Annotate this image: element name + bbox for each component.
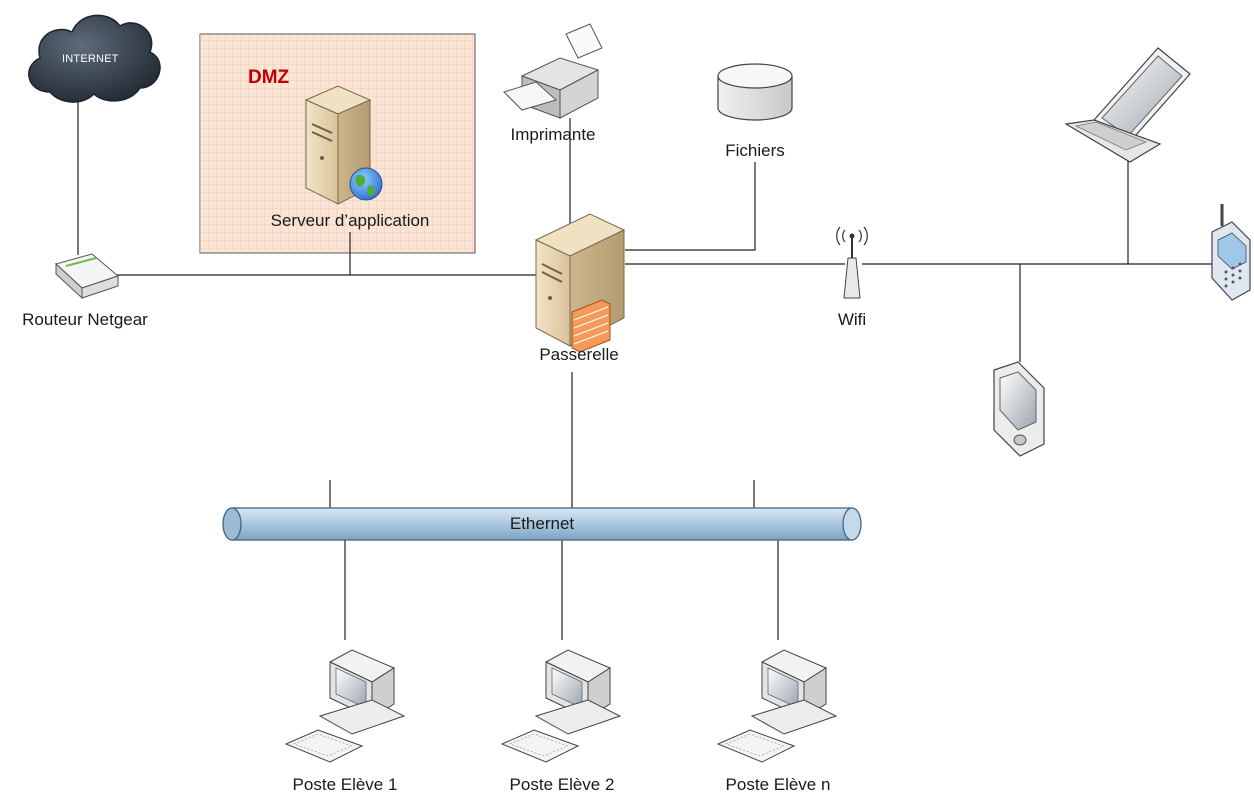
antenna-icon (836, 226, 868, 299)
ethernet-bus (222, 507, 862, 541)
desktop-computer-icon (500, 649, 622, 763)
globe-icon (349, 167, 383, 201)
database-icon (717, 63, 793, 121)
workstation-label-2: Poste Elève 2 (509, 775, 615, 794)
pda-icon (993, 361, 1045, 457)
link-files-gateway (625, 162, 756, 251)
desktop-computer-icon (716, 649, 838, 763)
files-label: Fichiers (725, 141, 785, 160)
laptop-icon (1064, 47, 1191, 163)
gateway-label: Passerelle (539, 345, 619, 364)
cellphone-icon (1211, 204, 1251, 301)
desktop-computer-icon (284, 649, 406, 763)
internet-label: INTERNET (62, 53, 119, 65)
connection-lines (77, 100, 1212, 640)
firewall-icon (571, 299, 611, 353)
printer-icon (503, 23, 603, 119)
workstation-label-1: Poste Elève 1 (292, 775, 398, 794)
ethernet-label: Ethernet (509, 514, 575, 533)
dmz-title: DMZ (248, 67, 290, 88)
printer-label: Imprimante (510, 125, 596, 144)
router-icon (55, 253, 120, 300)
router-label: Routeur Netgear (22, 310, 148, 329)
app-server-label: Serveur d’application (270, 211, 430, 230)
workstation-label-n: Poste Elève n (725, 775, 831, 794)
wifi-label: Wifi (837, 310, 867, 329)
cloud-icon (28, 14, 161, 103)
